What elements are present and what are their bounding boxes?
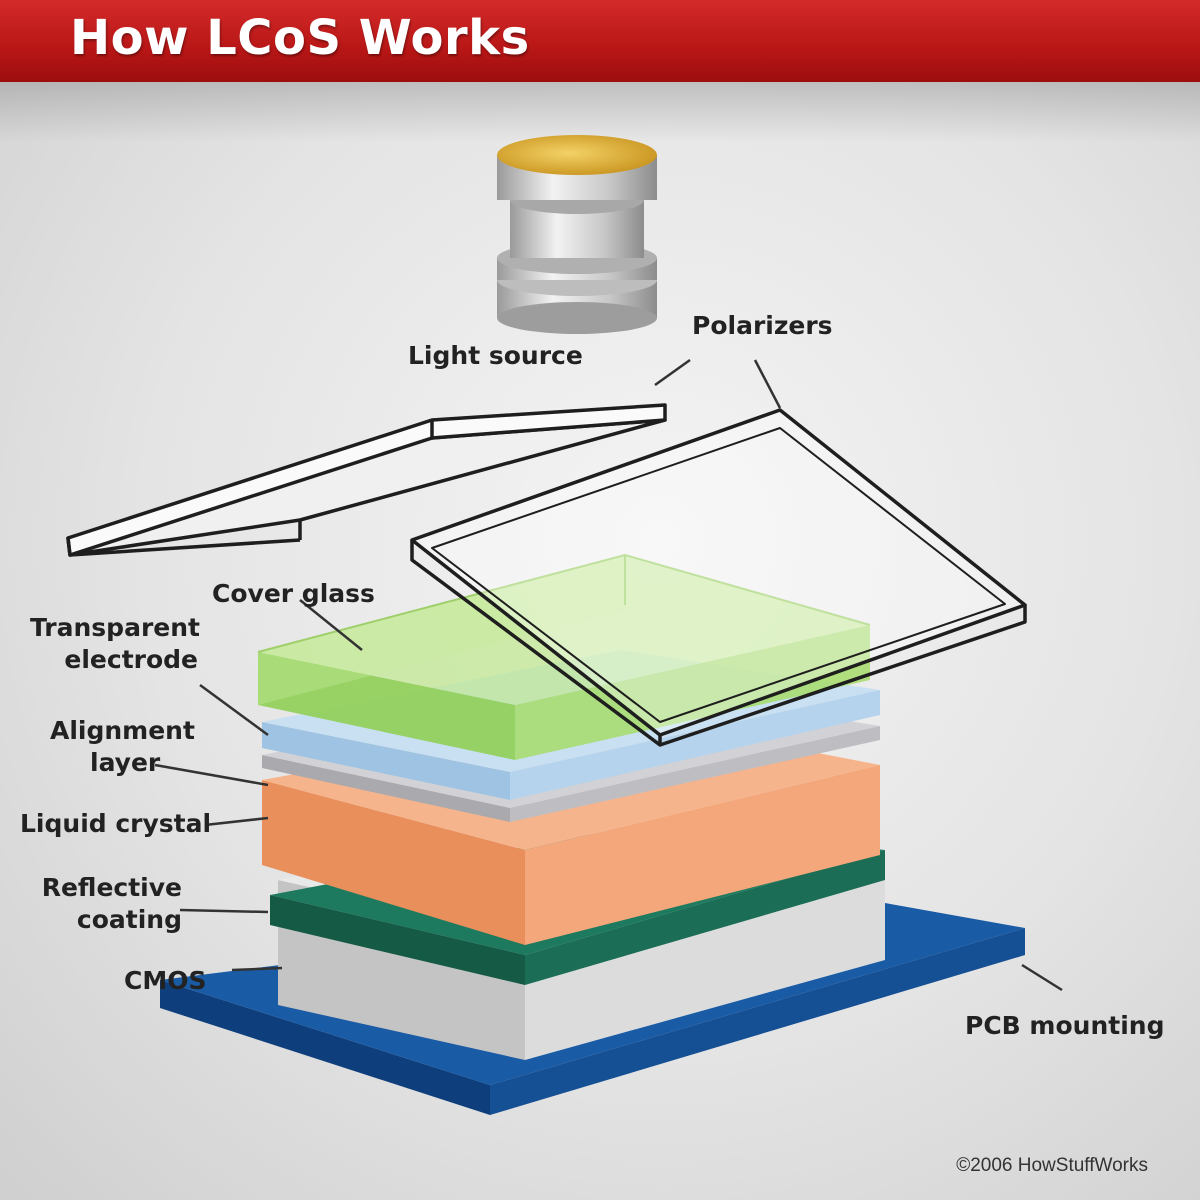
title-banner bbox=[0, 0, 1200, 82]
label-reflective-coating-line1: Reflective bbox=[41, 873, 182, 902]
label-liquid-crystal: Liquid crystal bbox=[20, 809, 212, 838]
label-cover-glass: Cover glass bbox=[212, 579, 375, 608]
leader-lines bbox=[154, 358, 1063, 992]
diagram-title: How LCoS Works bbox=[70, 10, 530, 66]
label-transparent-electrode-line2: electrode bbox=[64, 645, 198, 674]
label-reflective-coating: Reflective coating bbox=[30, 872, 182, 936]
label-pcb-mounting: PCB mounting bbox=[965, 1011, 1165, 1040]
label-transparent-electrode: Transparent electrode bbox=[30, 612, 200, 676]
label-cmos: CMOS bbox=[124, 966, 207, 995]
light-source bbox=[497, 135, 657, 334]
label-polarizers: Polarizers bbox=[692, 311, 833, 340]
label-alignment-layer-line2: layer bbox=[90, 748, 161, 777]
right-polarizer bbox=[410, 408, 1027, 747]
left-polarizer bbox=[66, 403, 667, 557]
cover-glass-layer bbox=[257, 553, 871, 760]
light-source-lens bbox=[497, 135, 657, 175]
banner-shadow bbox=[0, 82, 1200, 142]
label-alignment-layer-line1: Alignment bbox=[50, 716, 195, 745]
label-alignment-layer: Alignment layer bbox=[50, 715, 195, 779]
label-reflective-coating-line2: coating bbox=[76, 905, 182, 934]
copyright-notice: ©2006 HowStuffWorks bbox=[956, 1155, 1148, 1176]
label-transparent-electrode-line1: Transparent bbox=[30, 613, 200, 642]
label-light-source: Light source bbox=[408, 341, 583, 370]
